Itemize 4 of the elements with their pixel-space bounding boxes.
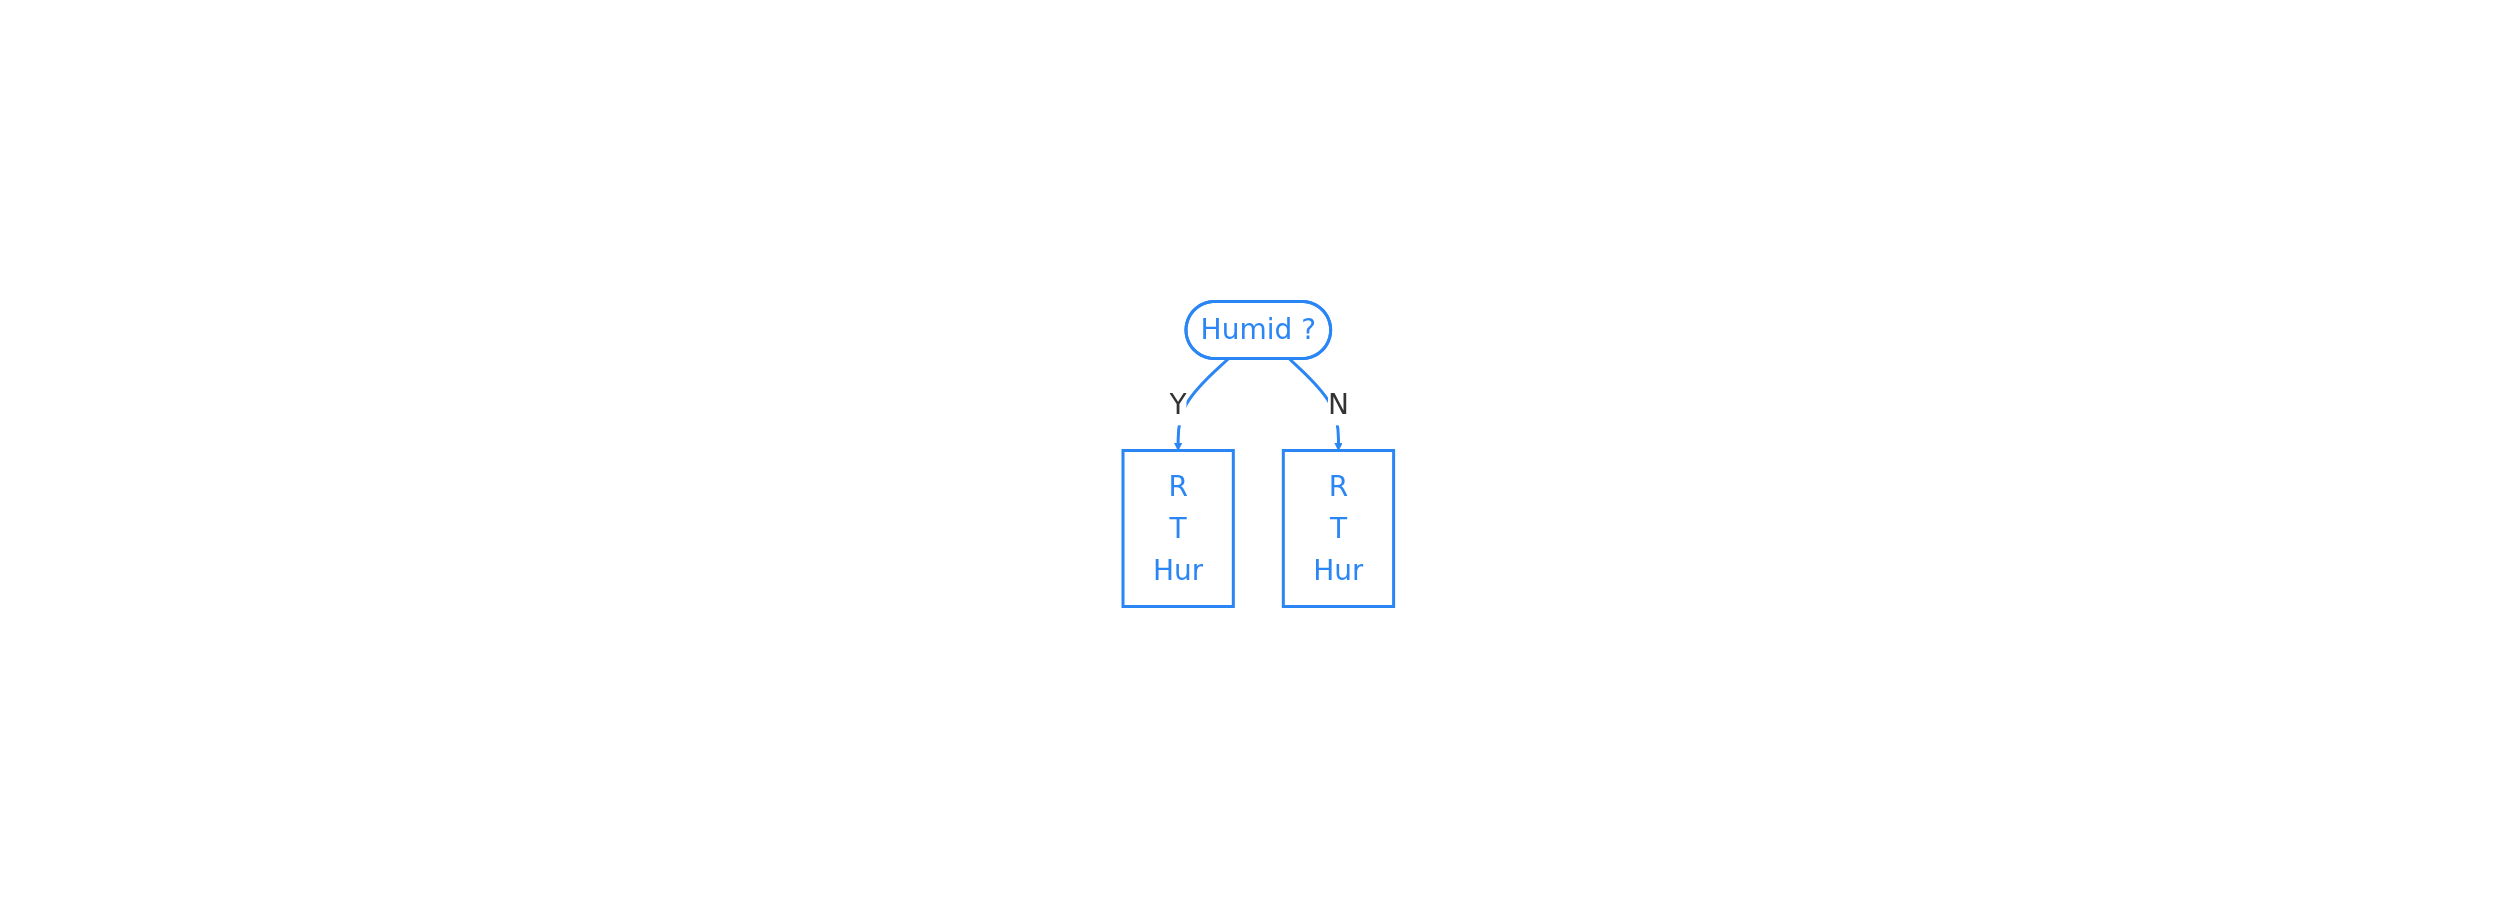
edge-label: N — [1328, 387, 1350, 421]
edge-label: Y — [1169, 387, 1187, 421]
node-box: R T Hur — [1121, 449, 1235, 608]
node-box: R T Hur — [1282, 449, 1396, 608]
